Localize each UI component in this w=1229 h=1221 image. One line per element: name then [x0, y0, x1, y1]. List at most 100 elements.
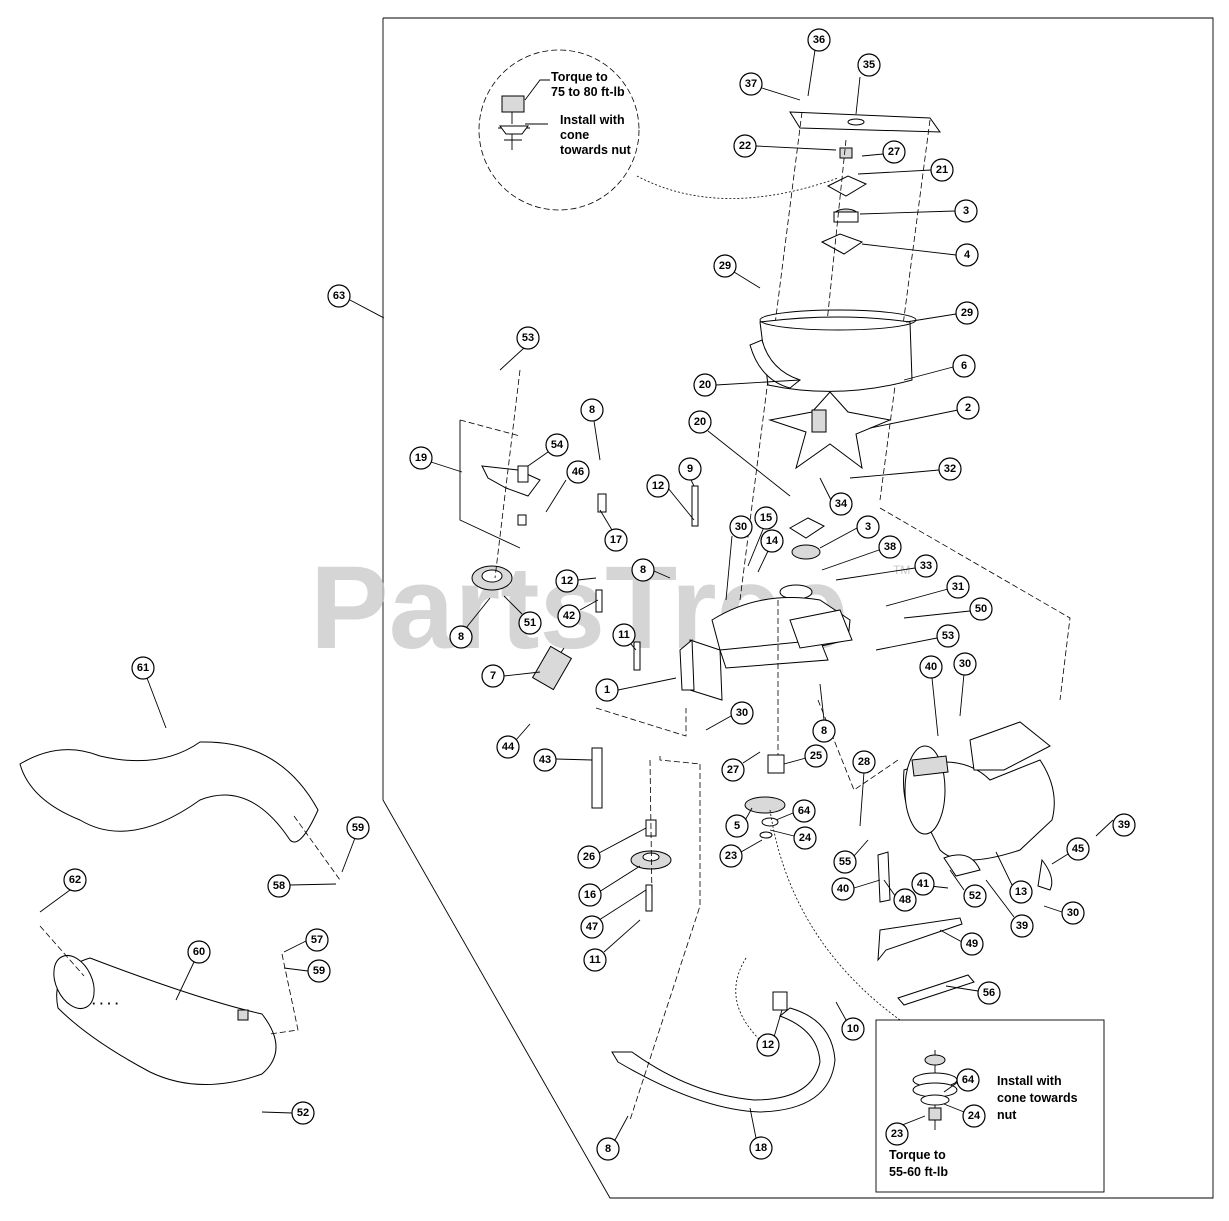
callout: 55 — [833, 839, 869, 874]
svg-text:11: 11 — [589, 954, 601, 966]
svg-text:23: 23 — [725, 850, 737, 862]
callout: 54 — [527, 433, 569, 467]
svg-text:37: 37 — [745, 78, 757, 90]
callout: 49 — [939, 929, 984, 956]
svg-text:24: 24 — [799, 832, 812, 844]
fan-housing — [759, 316, 913, 392]
detail-torque-bottom: Install with cone towards nut Torque to … — [875, 1019, 1105, 1193]
callout: 9 — [678, 457, 702, 487]
top-plate — [789, 111, 941, 133]
callout: 47 — [580, 889, 647, 939]
callout: 8 — [596, 1115, 629, 1161]
callout: 13 — [995, 851, 1033, 904]
svg-text:7: 7 — [490, 670, 496, 682]
callout: 58 — [267, 874, 337, 898]
svg-text:22: 22 — [739, 140, 751, 152]
callout: 27 — [861, 140, 906, 164]
assembly-boundary — [382, 17, 1214, 1199]
svg-text:63: 63 — [333, 290, 345, 302]
callout: 19 — [409, 446, 463, 473]
callout: 15 — [747, 506, 778, 567]
svg-text:8: 8 — [605, 1143, 611, 1155]
svg-text:40: 40 — [837, 883, 849, 895]
callout: 8 — [631, 558, 671, 582]
svg-text:34: 34 — [835, 498, 848, 510]
callout: 61 — [131, 656, 167, 729]
svg-text:62: 62 — [69, 874, 81, 886]
callout: 26 — [577, 827, 647, 869]
callout: 30 — [1043, 901, 1085, 925]
svg-text:· · · ·: · · · · — [92, 997, 119, 1011]
svg-text:56: 56 — [983, 987, 995, 999]
svg-text:2: 2 — [965, 402, 971, 414]
svg-text:24: 24 — [968, 1110, 981, 1122]
callout: 7 — [481, 664, 541, 688]
callout: 3 — [859, 199, 978, 223]
callout: 21 — [857, 158, 954, 182]
callout: 28 — [852, 750, 876, 827]
svg-text:60: 60 — [193, 946, 205, 958]
svg-text:54: 54 — [551, 439, 564, 451]
svg-text:39: 39 — [1118, 819, 1130, 831]
callout: 48 — [883, 879, 917, 912]
svg-text:8: 8 — [640, 564, 646, 576]
rod — [591, 747, 603, 809]
note-torque-line2: 75 to 80 ft-lb — [551, 85, 625, 99]
svg-text:59: 59 — [313, 965, 325, 977]
svg-text:23: 23 — [891, 1128, 903, 1140]
callout: 64 — [943, 1068, 980, 1093]
svg-text:12: 12 — [652, 480, 664, 492]
svg-text:46: 46 — [572, 466, 584, 478]
svg-text:55: 55 — [839, 856, 851, 868]
callout: 12 — [756, 1009, 783, 1057]
svg-text:14: 14 — [766, 535, 779, 547]
callout: 36 — [807, 28, 831, 97]
callout: 40 — [919, 655, 943, 737]
svg-text:27: 27 — [727, 764, 739, 776]
callout: 44 — [496, 723, 531, 759]
callout: 43 — [533, 748, 593, 772]
callout: 52 — [261, 1101, 315, 1125]
svg-text:29: 29 — [961, 307, 973, 319]
callout: 25 — [783, 744, 828, 768]
callout: 30 — [725, 515, 753, 601]
callout: 4 — [861, 243, 979, 267]
svg-text:16: 16 — [584, 889, 596, 901]
callout: 23 — [885, 1115, 926, 1146]
callout: 5 — [725, 807, 753, 838]
note-install-line1: Install with — [560, 113, 625, 127]
svg-text:41: 41 — [917, 878, 929, 890]
callout: 38 — [821, 535, 902, 571]
svg-text:11: 11 — [618, 629, 630, 641]
callout: 20 — [688, 410, 791, 497]
svg-text:6: 6 — [961, 360, 967, 372]
callout: 11 — [612, 623, 637, 651]
svg-text:8: 8 — [458, 631, 464, 643]
svg-text:49: 49 — [966, 938, 978, 950]
callout: 18 — [749, 1107, 773, 1160]
callout: 8 — [812, 683, 836, 743]
callout: 57 — [283, 928, 329, 953]
callout: 30 — [705, 701, 754, 731]
svg-text:29: 29 — [719, 260, 731, 272]
svg-text:36: 36 — [813, 34, 825, 46]
callout: 27 — [721, 751, 761, 782]
svg-text:3: 3 — [963, 205, 969, 217]
svg-text:61: 61 — [137, 662, 149, 674]
svg-text:38: 38 — [884, 541, 896, 553]
callout: 20 — [693, 373, 801, 397]
callout: 14 — [757, 529, 784, 573]
bearing-flange-lower — [820, 233, 864, 255]
callout: 24 — [943, 1103, 986, 1128]
shaft — [767, 754, 785, 774]
callout: 8 — [449, 597, 491, 649]
svg-text:59: 59 — [352, 822, 364, 834]
svg-text:50: 50 — [975, 603, 987, 615]
svg-text:64: 64 — [962, 1074, 975, 1086]
note-install-line2: cone — [560, 128, 589, 142]
svg-text:45: 45 — [1072, 843, 1084, 855]
svg-text:57: 57 — [311, 934, 323, 946]
svg-text:21: 21 — [936, 164, 948, 176]
hose-upper — [19, 741, 319, 843]
idler-arm — [481, 465, 541, 497]
